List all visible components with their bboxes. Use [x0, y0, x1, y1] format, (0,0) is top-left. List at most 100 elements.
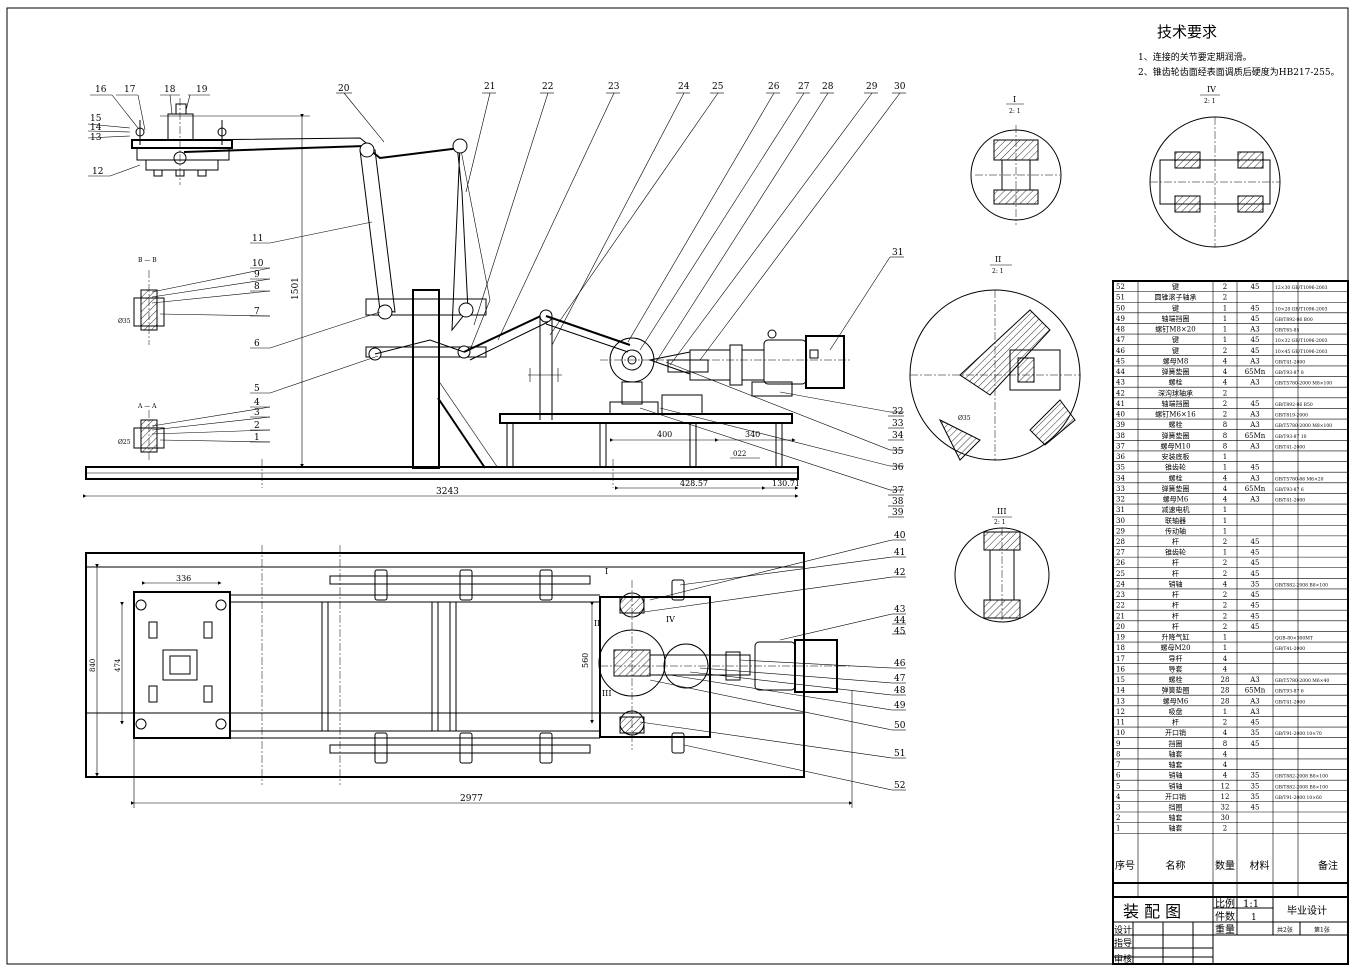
dim-1501: 1501 [291, 277, 301, 300]
parts-cell-name: 轴套 [1169, 760, 1183, 769]
bevel-gear-unit [609, 337, 765, 415]
parts-cell-name: 轴端挡圈 [1162, 314, 1190, 323]
svg-text:I: I [1013, 95, 1016, 104]
parts-cell-qty: 2 [1223, 538, 1227, 546]
parts-cell-remark: 10×45 GB/T1096-2003 [1275, 349, 1328, 355]
balloon-38: 38 [892, 497, 904, 507]
parts-cell-name: 导套 [1169, 664, 1183, 673]
parts-cell-no: 1 [1116, 825, 1120, 833]
parts-cell-qty: 1 [1223, 315, 1227, 323]
balloon-23: 23 [608, 82, 620, 92]
balloon-3: 3 [254, 408, 260, 418]
parts-cell-name: 导杆 [1169, 654, 1183, 663]
dim-130: 130.71 [772, 479, 800, 488]
plan-view: 336 474 840 560 2977 I II III IV [85, 531, 906, 808]
balloon-49: 49 [894, 701, 906, 711]
parts-cell-material: 45 [1251, 336, 1260, 344]
dim-340: 340 [745, 430, 760, 439]
parts-cell-remark: GB/T41-2000 [1275, 359, 1305, 365]
dim-022: 022 [733, 450, 746, 458]
parts-cell-name: 杆 [1172, 569, 1179, 578]
parts-cell-name: 吸盘 [1169, 707, 1183, 716]
parts-cell-qty: 1 [1223, 336, 1227, 344]
parts-cell-qty: 2 [1223, 612, 1227, 620]
dim-840: 840 [89, 659, 97, 672]
parts-cell-no: 6 [1116, 772, 1121, 780]
parts-cell-name: 联轴器 [1165, 516, 1186, 525]
parts-cell-remark: GB/T882-2008 B8×100 [1275, 784, 1328, 790]
parts-cell-no: 42 [1116, 389, 1125, 397]
parts-cell-qty: 4 [1223, 496, 1228, 504]
parts-cell-no: 32 [1116, 496, 1125, 504]
parts-header-no: 序号 [1115, 859, 1135, 872]
parts-cell-no: 16 [1116, 665, 1125, 673]
tech-requirements: 技术要求 1、连接的关节要定期润滑。 2、锥齿轮齿面经表面调质后硬度为HB217… [1138, 23, 1340, 78]
parts-cell-material: A3 [1249, 442, 1260, 450]
parts-cell-name: 杆 [1172, 590, 1179, 599]
parts-cell-qty: 1 [1223, 527, 1227, 535]
parts-cell-no: 30 [1116, 517, 1125, 525]
balloon-43: 43 [894, 605, 906, 615]
parts-cell-no: 27 [1116, 549, 1125, 557]
parts-cell-name: 轴端挡圈 [1162, 399, 1190, 408]
suction-gripper [131, 98, 233, 185]
parts-cell-no: 31 [1116, 506, 1125, 514]
parts-cell-name: 传动轴 [1165, 526, 1186, 535]
balloon-6: 6 [254, 339, 260, 349]
balloon-29: 29 [866, 82, 878, 92]
leader-lines-top [336, 92, 906, 366]
balloon-30: 30 [894, 82, 906, 92]
parts-cell-material: 45 [1251, 804, 1260, 812]
parts-cell-material: A3 [1249, 474, 1260, 482]
parts-cell-name: 挡圈 [1169, 739, 1183, 748]
parts-cell-no: 3 [1116, 804, 1120, 812]
parts-header-material: 材料 [1250, 859, 1270, 872]
parts-cell-no: 25 [1116, 570, 1125, 578]
parts-cell-no: 52 [1116, 283, 1125, 291]
parts-cell-name: 杆 [1172, 558, 1179, 567]
parts-cell-name: 弹簧垫圈 [1162, 484, 1190, 493]
parts-cell-no: 21 [1116, 612, 1125, 620]
balloon-36: 36 [892, 463, 904, 473]
parts-cell-remark: GB/T5780-2000 M8×100 [1275, 423, 1332, 429]
parts-cell-material: 45 [1251, 591, 1260, 599]
balloon-16: 16 [95, 85, 107, 95]
svg-text:2: 1: 2: 1 [1204, 98, 1216, 105]
parts-cell-no: 39 [1116, 421, 1125, 429]
parts-cell-name: 螺栓 [1169, 473, 1183, 482]
parts-cell-qty: 4 [1223, 357, 1228, 365]
parts-cell-remark: GB/T93-87 6 [1275, 689, 1304, 695]
detail-view-I: I 2: 1 [970, 95, 1062, 225]
parts-header-remark: 备注 [1318, 859, 1338, 872]
parts-cell-remark: GB/T93-87 8 [1275, 370, 1304, 376]
balloon-4: 4 [254, 398, 260, 408]
parts-cell-qty: 4 [1223, 729, 1228, 737]
parts-cell-qty: 28 [1221, 687, 1230, 695]
parts-cell-qty: 12 [1221, 793, 1230, 801]
parts-cell-qty: 2 [1223, 559, 1227, 567]
balloon-14: 14 [90, 123, 102, 133]
balloon-28: 28 [822, 82, 834, 92]
balloon-35: 35 [892, 447, 904, 457]
balloon-33: 33 [892, 419, 904, 429]
balloon-50: 50 [894, 721, 906, 731]
parts-cell-no: 10 [1116, 729, 1125, 737]
balloon-22: 22 [542, 82, 553, 92]
dim-428: 428.57 [680, 479, 708, 488]
parts-cell-qty: 4 [1223, 485, 1228, 493]
parts-cell-remark: GB/T5780-86 M6×20 [1275, 476, 1324, 482]
parts-cell-no: 49 [1116, 315, 1125, 323]
parts-cell-qty: 4 [1223, 368, 1228, 376]
parts-cell-name: 开口销 [1165, 728, 1186, 737]
parts-cell-no: 22 [1116, 602, 1125, 610]
parts-cell-qty: 28 [1221, 697, 1230, 705]
parts-header-qty: 数量 [1215, 859, 1235, 872]
parts-cell-qty: 4 [1223, 761, 1228, 769]
balloon-46: 46 [894, 659, 906, 669]
parts-cell-material: 35 [1251, 793, 1260, 801]
parts-cell-qty: 2 [1223, 825, 1227, 833]
designer-label: 设计 [1114, 924, 1132, 936]
linkage-arms [183, 137, 631, 420]
balloon-15: 15 [90, 114, 102, 124]
